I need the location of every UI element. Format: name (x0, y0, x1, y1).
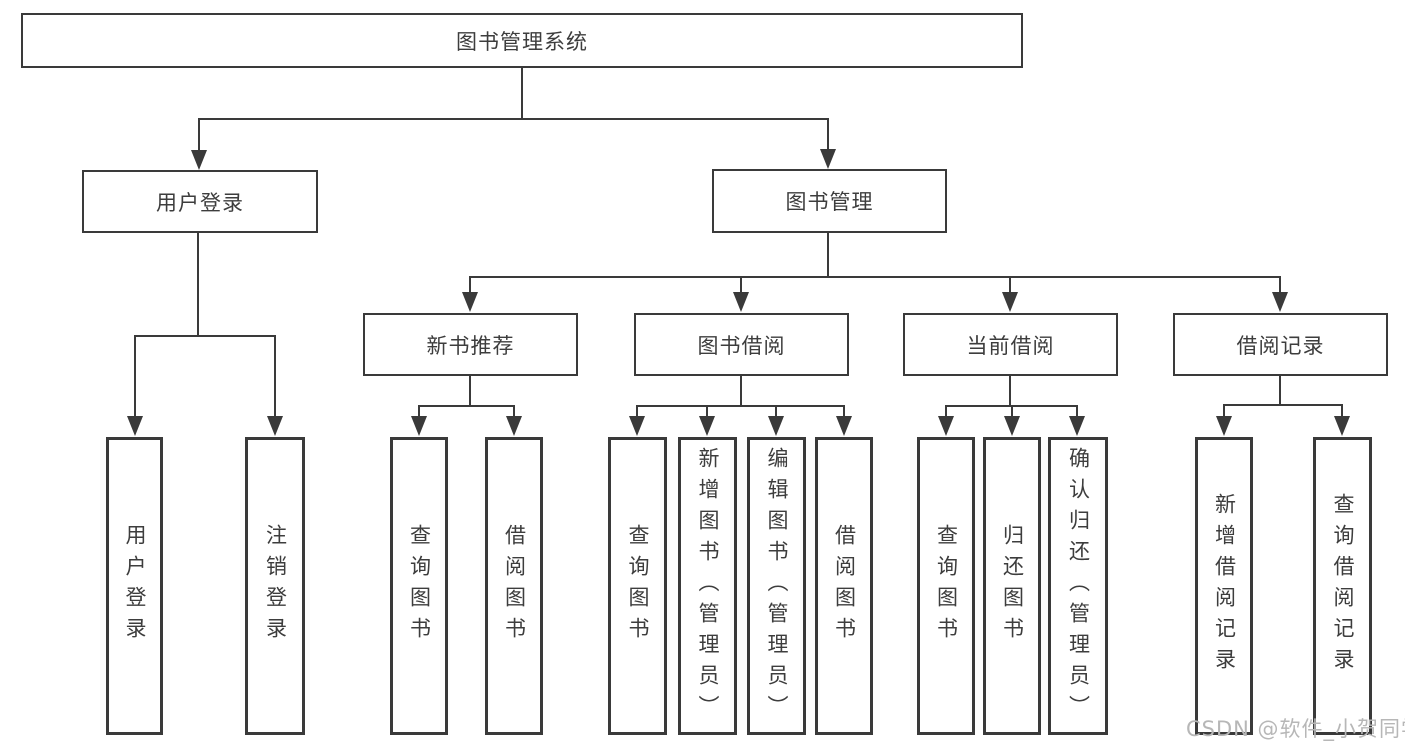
node-leaf-logout-label: 注销登录 (263, 524, 288, 648)
watermark: CSDN @软件_小贺同学 (1186, 717, 1405, 741)
node-leaf-query-books-2: 查询图书 (608, 437, 667, 735)
node-root: 图书管理系统 (21, 13, 1023, 68)
node-leaf-edit-book-admin: 编辑图书（管理员） (747, 437, 806, 735)
node-leaf-query-books-2-label: 查询图书 (626, 524, 650, 648)
node-leaf-return-book-label: 归还图书 (1000, 524, 1025, 648)
node-leaf-query-books-3: 查询图书 (917, 437, 975, 735)
node-borrow-record: 借阅记录 (1173, 313, 1388, 376)
node-root-label: 图书管理系统 (456, 29, 588, 54)
node-book-management-label: 图书管理 (785, 190, 874, 214)
node-leaf-add-book-admin-label: 新增图书（管理员） (696, 446, 720, 726)
node-leaf-confirm-return-admin: 确认归还（管理员） (1048, 437, 1108, 735)
node-book-borrow-label: 图书借阅 (697, 333, 786, 358)
node-leaf-confirm-return-admin-label: 确认归还（管理员） (1066, 446, 1091, 726)
node-leaf-add-book-admin: 新增图书（管理员） (678, 437, 737, 735)
node-current-borrow-label: 当前借阅 (966, 333, 1055, 358)
node-leaf-query-books-1: 查询图书 (390, 437, 448, 735)
node-leaf-add-borrow-record: 新增借阅记录 (1195, 437, 1253, 735)
node-user-login: 用户登录 (82, 170, 318, 233)
node-new-book-recommend-label: 新书推荐 (426, 333, 515, 358)
node-leaf-borrow-books-1: 借阅图书 (485, 437, 543, 735)
node-borrow-record-label: 借阅记录 (1236, 333, 1325, 358)
node-leaf-edit-book-admin-label: 编辑图书（管理员） (765, 446, 789, 726)
node-leaf-borrow-books-2-label: 借阅图书 (832, 524, 857, 648)
node-leaf-return-book: 归还图书 (983, 437, 1041, 735)
node-leaf-borrow-books-1-label: 借阅图书 (502, 524, 527, 648)
node-leaf-add-borrow-record-label: 新增借阅记录 (1212, 493, 1237, 679)
node-leaf-query-borrow-record: 查询借阅记录 (1313, 437, 1372, 735)
node-leaf-user-login: 用户登录 (106, 437, 163, 735)
node-user-login-label: 用户登录 (156, 190, 244, 215)
node-leaf-user-login-label: 用户登录 (123, 524, 147, 648)
node-current-borrow: 当前借阅 (903, 313, 1118, 376)
node-leaf-query-books-1-label: 查询图书 (407, 524, 432, 648)
node-leaf-query-books-3-label: 查询图书 (934, 524, 959, 648)
node-book-borrow: 图书借阅 (634, 313, 849, 376)
node-book-management: 图书管理 (712, 169, 947, 233)
node-leaf-logout: 注销登录 (245, 437, 305, 735)
node-leaf-borrow-books-2: 借阅图书 (815, 437, 873, 735)
node-new-book-recommend: 新书推荐 (363, 313, 578, 376)
node-leaf-query-borrow-record-label: 查询借阅记录 (1331, 493, 1355, 679)
